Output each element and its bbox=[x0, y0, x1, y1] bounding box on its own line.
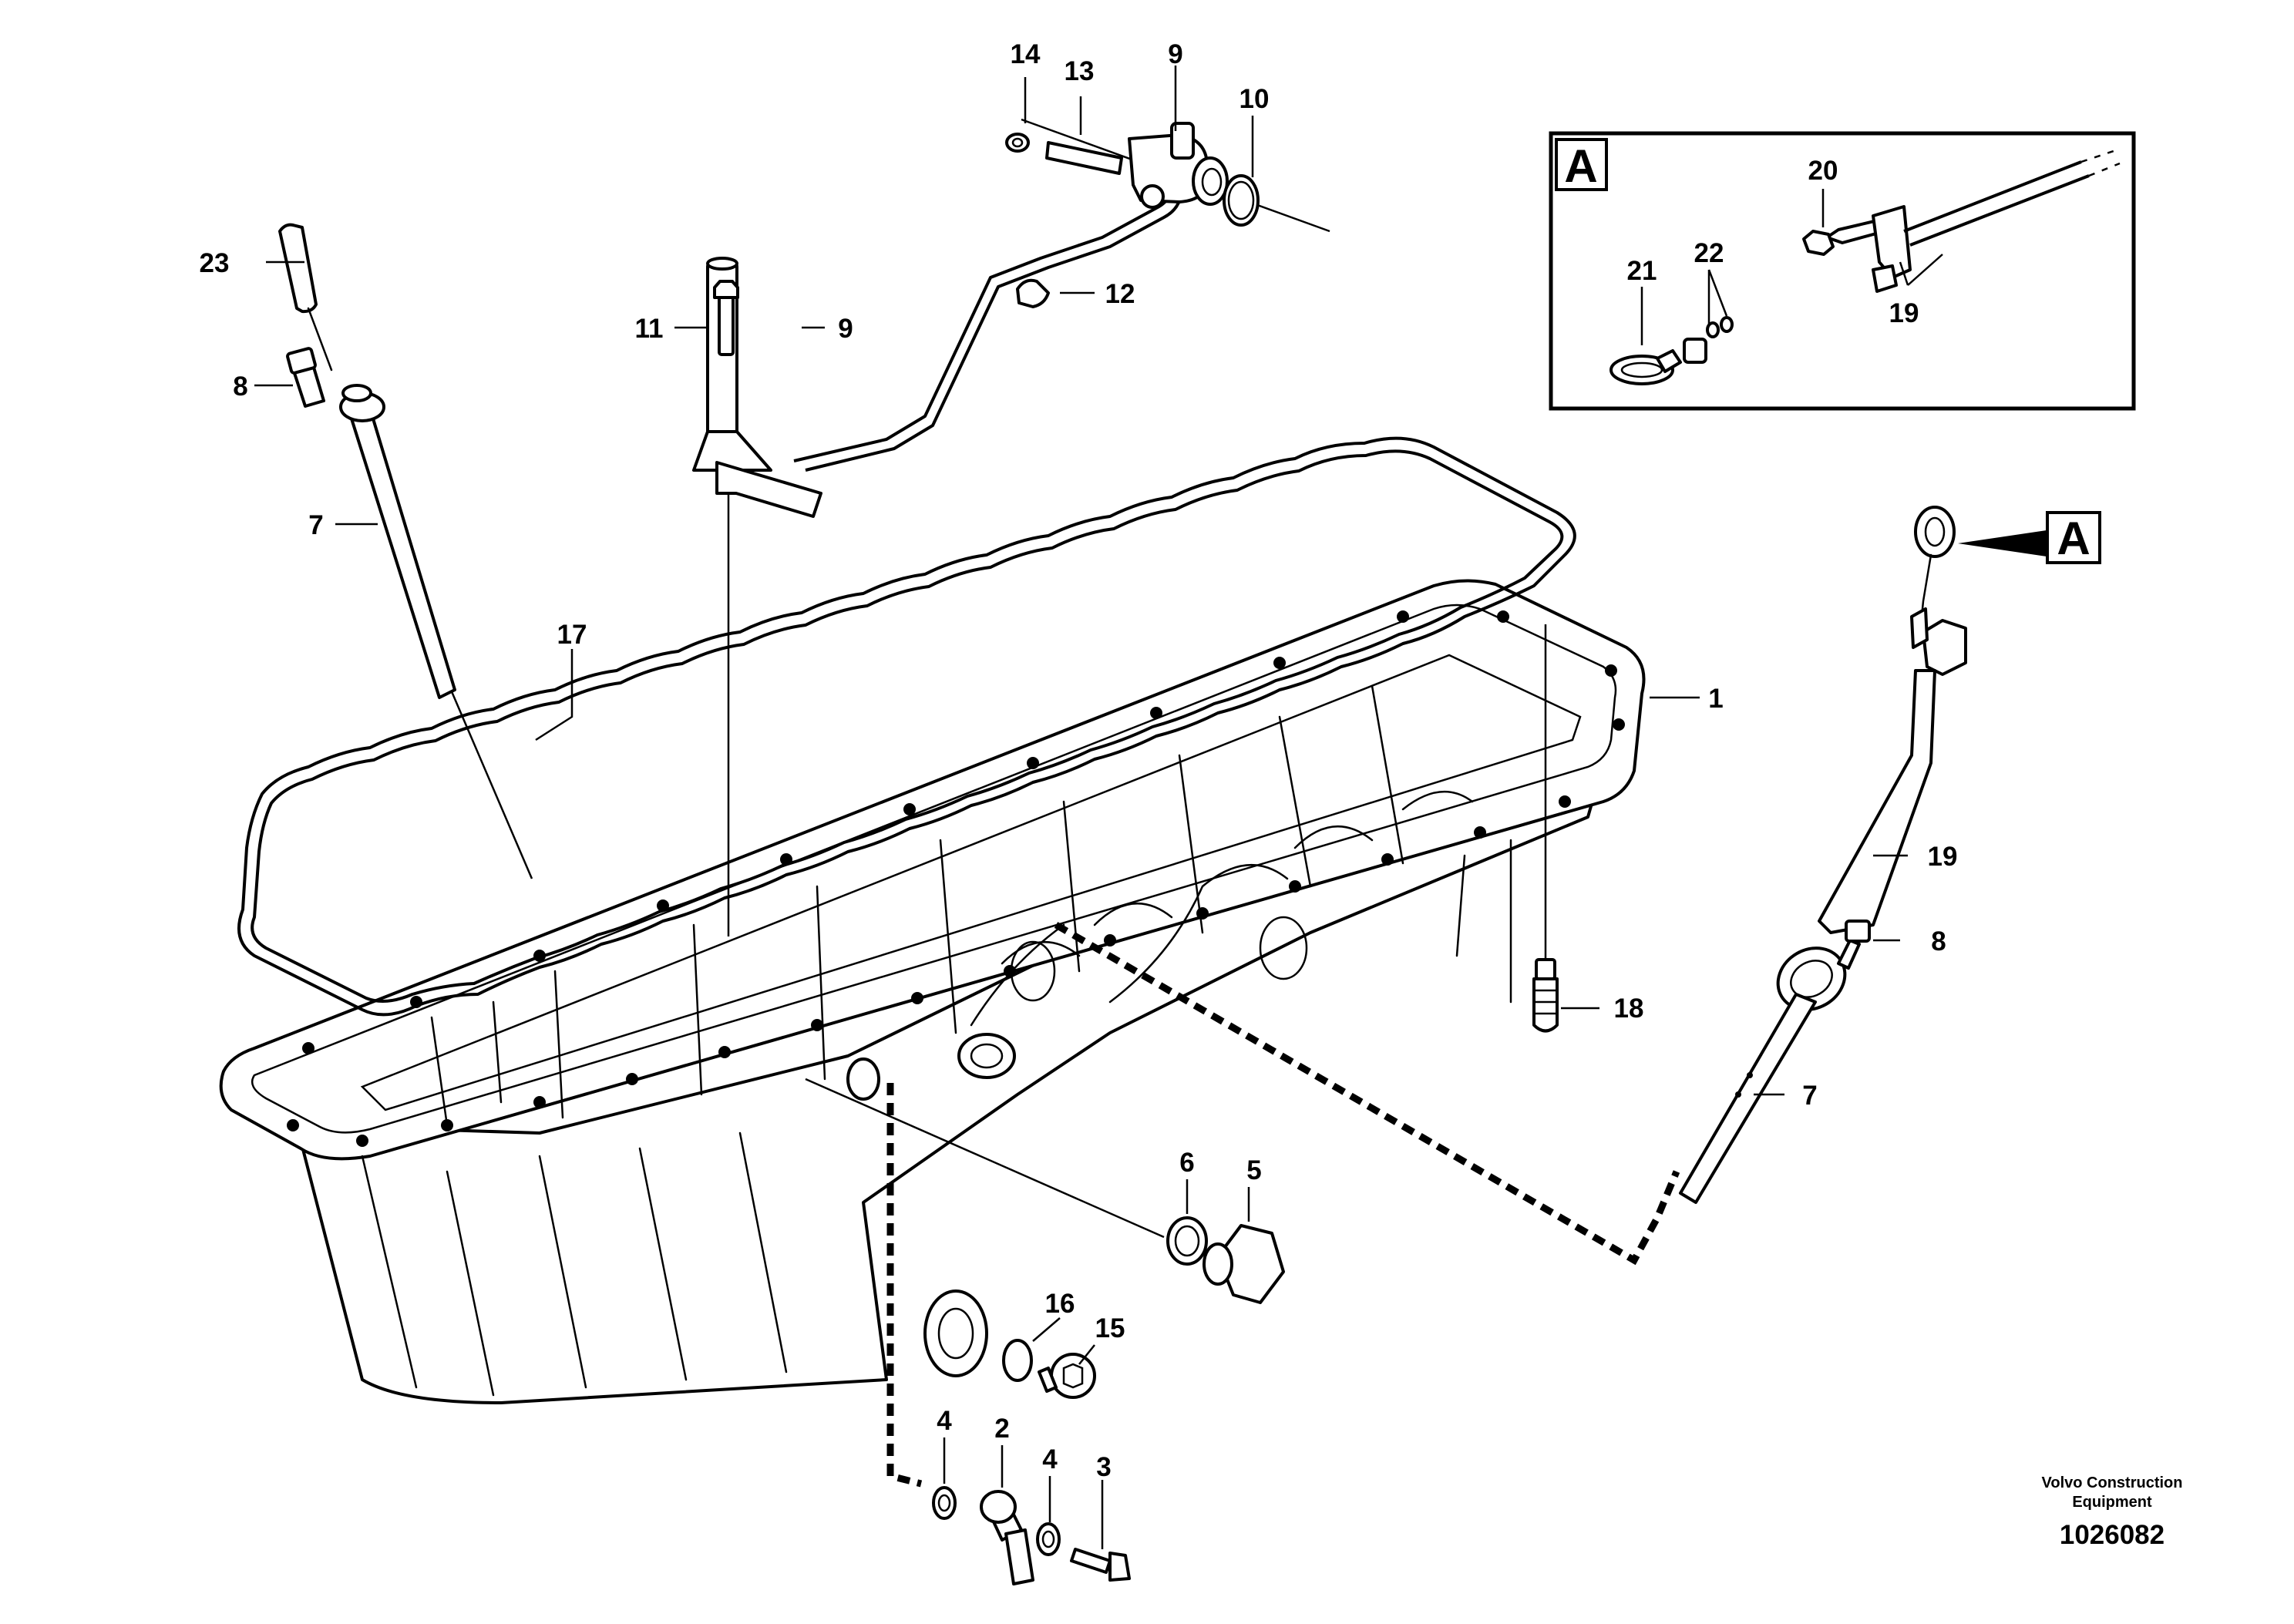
callout-20: 20 bbox=[1808, 156, 1838, 186]
callout-8-left: 8 bbox=[233, 372, 247, 402]
callout-17: 17 bbox=[557, 620, 587, 650]
callout-9-tube: 9 bbox=[838, 314, 853, 344]
callout-numbers: 14 13 9 10 23 8 7 11 9 12 17 1 18 19 8 7… bbox=[200, 39, 1958, 1482]
callout-19: 19 bbox=[1928, 842, 1958, 872]
level-sensor-assembly bbox=[1005, 122, 1260, 227]
detail-a-box: A bbox=[1549, 131, 2136, 411]
callout-10: 10 bbox=[1240, 84, 1270, 114]
detail-a-reference-label: A bbox=[2057, 513, 2090, 564]
callout-8-right: 8 bbox=[1931, 926, 1946, 957]
callout-3: 3 bbox=[1096, 1452, 1111, 1482]
callout-13: 13 bbox=[1065, 56, 1095, 86]
callout-6: 6 bbox=[1179, 1148, 1194, 1178]
callout-5: 5 bbox=[1246, 1155, 1261, 1185]
detail-a-reference: A bbox=[1958, 511, 2101, 564]
oil-pan-gasket bbox=[237, 436, 1576, 1017]
callout-19-detail: 19 bbox=[1889, 298, 1919, 328]
document-number: 1026082 bbox=[2060, 1520, 2164, 1550]
callout-7-left: 7 bbox=[308, 510, 323, 540]
detail-a-label: A bbox=[1564, 140, 1597, 192]
label-leaders bbox=[254, 66, 1908, 1549]
right-dipstick-assembly bbox=[1679, 506, 1967, 1204]
small-parts bbox=[932, 958, 1559, 1585]
callout-18: 18 bbox=[1614, 994, 1644, 1024]
filler-tube-assembly bbox=[692, 184, 1182, 518]
callout-15: 15 bbox=[1095, 1313, 1125, 1343]
dashed-connections bbox=[886, 922, 1680, 1488]
callout-22: 22 bbox=[1694, 238, 1724, 268]
callout-9-top: 9 bbox=[1168, 39, 1182, 69]
callout-11: 11 bbox=[635, 314, 664, 344]
oil-pan bbox=[219, 579, 1646, 1404]
footer: Volvo Construction Equipment 1026082 bbox=[2042, 1474, 2183, 1550]
credit-line-2: Equipment bbox=[2072, 1494, 2152, 1511]
credit-line-1: Volvo Construction bbox=[2042, 1474, 2183, 1491]
callout-12: 12 bbox=[1105, 279, 1135, 309]
callout-23: 23 bbox=[200, 248, 230, 278]
callout-14: 14 bbox=[1011, 39, 1041, 69]
callout-4-left: 4 bbox=[937, 1406, 952, 1436]
callout-21: 21 bbox=[1627, 256, 1657, 286]
callout-4-right: 4 bbox=[1042, 1444, 1058, 1474]
callout-7-right: 7 bbox=[1802, 1081, 1817, 1111]
callout-1: 1 bbox=[1708, 684, 1723, 714]
callout-2: 2 bbox=[994, 1414, 1009, 1444]
callout-16: 16 bbox=[1045, 1289, 1075, 1319]
left-dipstick-assembly bbox=[278, 223, 456, 699]
